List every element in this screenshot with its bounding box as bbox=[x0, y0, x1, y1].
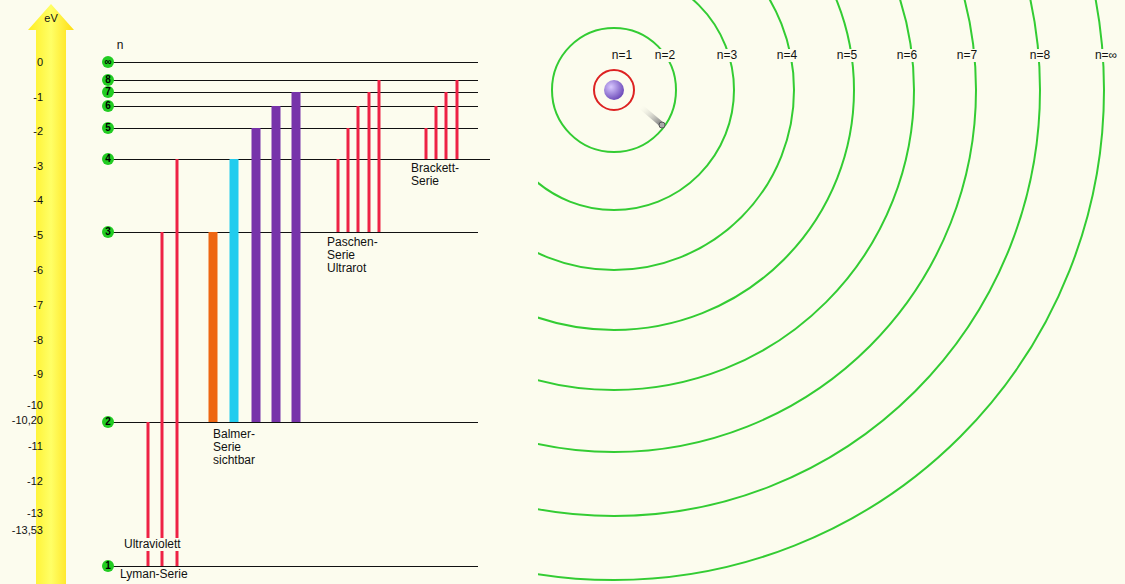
level-number: 1 bbox=[102, 560, 114, 572]
transition-bar bbox=[252, 128, 261, 422]
orbit bbox=[538, 0, 1104, 580]
level-number-text: ∞ bbox=[104, 56, 111, 67]
level-number-text: 1 bbox=[105, 560, 111, 571]
transition-bar bbox=[161, 232, 164, 566]
transition-bar bbox=[292, 92, 301, 422]
axis-value: -5 bbox=[33, 229, 43, 241]
axis-value: -12 bbox=[27, 475, 43, 487]
axis-value: -6 bbox=[33, 264, 43, 276]
level-line bbox=[105, 80, 478, 81]
level-number-text: 3 bbox=[105, 226, 111, 237]
axis-value: -9 bbox=[33, 368, 43, 380]
orbit bbox=[538, 0, 1040, 516]
orbit bbox=[538, 0, 854, 330]
axis-value: 0 bbox=[37, 56, 43, 68]
series-label: Brackett-Serie bbox=[411, 162, 473, 188]
level-number: ∞ bbox=[102, 56, 114, 68]
level-number: 5 bbox=[102, 122, 114, 134]
level-number-text: 5 bbox=[105, 122, 111, 133]
orbit-label: n=8 bbox=[1028, 49, 1052, 62]
transition-bar bbox=[337, 159, 340, 232]
level-number: 8 bbox=[102, 74, 114, 86]
transition-bar bbox=[209, 232, 218, 422]
level-number-text: 6 bbox=[105, 100, 111, 111]
electron-trail bbox=[640, 106, 660, 123]
orbit bbox=[538, 0, 794, 270]
electron bbox=[659, 122, 665, 128]
orbit bbox=[538, 0, 976, 452]
transition-bars bbox=[147, 80, 459, 566]
orbit-label: n=7 bbox=[955, 49, 979, 62]
orbit-label: n=3 bbox=[715, 49, 739, 62]
orbit-label: n=1 bbox=[610, 49, 634, 62]
orbit bbox=[552, 28, 676, 152]
axis-value: -8 bbox=[33, 334, 43, 346]
axis-value: -7 bbox=[33, 299, 43, 311]
level-number-text: 7 bbox=[105, 86, 111, 97]
orbits bbox=[538, 0, 1104, 580]
orbit-label: n=5 bbox=[835, 49, 859, 62]
level-number-text: 8 bbox=[105, 74, 111, 85]
transition-bar bbox=[176, 159, 179, 566]
orbit bbox=[538, 0, 734, 210]
series-label: Lyman-Serie bbox=[120, 568, 188, 581]
orbit-label: n=6 bbox=[895, 49, 919, 62]
axis-value: -13,53 bbox=[12, 524, 43, 536]
axis-value: -10 bbox=[27, 399, 43, 411]
level-line bbox=[105, 62, 478, 63]
axis-value: -2 bbox=[33, 125, 43, 137]
axis-value: -4 bbox=[33, 194, 43, 206]
axis-value: eV bbox=[44, 12, 57, 24]
series-label: Balmer-Serie sichtbar bbox=[213, 428, 275, 467]
level-number: 7 bbox=[102, 86, 114, 98]
axis-value: -11 bbox=[28, 440, 43, 452]
level-number: 2 bbox=[102, 416, 114, 428]
series-label: n bbox=[117, 39, 124, 52]
level-number-text: 2 bbox=[105, 416, 111, 427]
axis-value: -3 bbox=[33, 160, 43, 172]
transition-bar bbox=[456, 80, 459, 159]
transition-bar bbox=[272, 106, 281, 422]
transition-bar bbox=[230, 159, 239, 422]
axis-value: -1 bbox=[33, 91, 43, 103]
orbit-1 bbox=[594, 70, 634, 110]
transition-bar bbox=[357, 106, 360, 232]
orbit-label: n=2 bbox=[653, 49, 677, 62]
transition-bar bbox=[435, 106, 438, 159]
series-label: Ultraviolett bbox=[122, 538, 183, 551]
nucleus bbox=[604, 80, 624, 100]
energy-levels bbox=[105, 63, 490, 567]
level-number: 3 bbox=[102, 226, 114, 238]
axis-value: -10,20 bbox=[12, 414, 43, 426]
level-number: 4 bbox=[102, 153, 114, 165]
orbit bbox=[538, 0, 914, 390]
axis-value: -13 bbox=[27, 507, 43, 519]
transition-bar bbox=[347, 128, 350, 232]
transition-bar bbox=[378, 80, 381, 232]
level-line bbox=[105, 566, 478, 567]
orbit-label: n=4 bbox=[775, 49, 799, 62]
energy-axis bbox=[28, 4, 74, 584]
series-label: Paschen-Serie Ultrarot bbox=[327, 236, 389, 275]
transition-bar bbox=[368, 92, 371, 232]
level-number: 6 bbox=[102, 100, 114, 112]
transition-bar bbox=[425, 128, 428, 159]
level-number-text: 4 bbox=[105, 153, 111, 164]
transition-bar bbox=[445, 92, 448, 159]
orbit-label: n=∞ bbox=[1093, 49, 1119, 62]
